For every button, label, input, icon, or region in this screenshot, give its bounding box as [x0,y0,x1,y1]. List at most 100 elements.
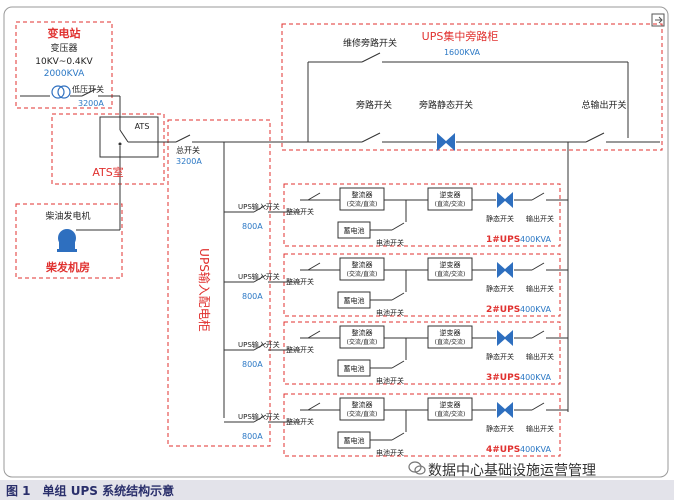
generator-name: 柴油发电机 [45,210,90,222]
output-switch-icon [531,192,545,201]
transformer-ratio: 10KV~0.4KV [35,57,93,67]
expand-icon[interactable] [651,13,665,27]
caption-bar: 图 1 单组 UPS 系统结构示意 [0,480,674,500]
lv-switch-rating: 3200A [78,99,104,108]
ups-input-switch-icon [253,414,267,423]
transformer-icon [51,85,65,99]
bypass-switch-label: 旁路开关 [356,99,392,111]
static-bypass-switch-icon [437,133,455,151]
rectifier-switch-icon [307,330,321,339]
ats-label: ATS [135,122,150,131]
substation-box: 变电站 变压器 10KV~0.4KV 2000KVA 低压开关 3200A [15,21,121,130]
static-switch-icon [497,262,506,278]
static-switch-icon [497,192,506,208]
battery-label: 蓄电池 [344,364,365,373]
rectifier-box [339,325,385,349]
ups-input-switch-icon [253,274,267,283]
generator-room-title: 柴发机房 [45,260,90,274]
generator-room: 柴油发电机 柴发机房 [15,203,123,279]
ups-name: 2#UPS [486,305,520,315]
ups-unit-1: UPS输入开关 800A 整流开关 整流器 (交流/直流) 逆变器 (直流/交流… [224,183,568,247]
rectifier-label: 整流器 [352,260,373,269]
rectifier-switch-icon [307,192,321,201]
ups-input-switch-icon [253,342,267,351]
output-switch-label: 输出开关 [526,284,554,293]
rectifier-switch-icon [307,402,321,411]
inverter-sub: (直流/交流) [435,200,466,208]
output-switch-label: 输出开关 [526,424,554,433]
inverter-box [427,257,473,281]
lv-switch-label: 低压开关 [72,84,104,94]
rectifier-sub: (交流/直流) [347,200,378,208]
rectifier-label: 整流器 [352,328,373,337]
ups-unit-4: UPS输入开关 800A 整流开关 整流器 (交流/直流) 逆变器 (直流/交流… [224,393,568,457]
ups-name: 4#UPS [486,445,520,455]
lv-switch-icon [81,88,97,97]
battery-switch-icon [391,360,405,369]
rectifier-box [339,187,385,211]
static-bypass-label: 旁路静态开关 [419,99,473,111]
ups-capacity: 400KVA [520,373,551,382]
ups-capacity: 400KVA [520,445,551,454]
output-switch-icon [585,132,605,143]
static-switch-icon [497,330,506,346]
battery-switch-icon [391,222,405,231]
ups-unit-3: UPS输入开关 800A 整流开关 整流器 (交流/直流) 逆变器 (直流/交流… [224,321,568,385]
static-switch-label: 静态开关 [486,214,514,223]
inverter-label: 逆变器 [440,260,461,269]
ups-input-switch-icon [253,204,267,213]
ats-room: ATS ATS室 [51,113,165,230]
figure-caption: 图 1 单组 UPS 系统结构示意 [6,484,175,498]
rectifier-switch-label: 整流开关 [286,207,314,216]
main-switch-label: 总开关 [176,145,200,155]
ups-input-label: UPS输入开关 [238,272,280,281]
battery-label: 蓄电池 [344,436,365,445]
ups-input-rating: 800A [242,360,263,369]
bypass-cabinet-title: UPS集中旁路柜 [422,29,499,43]
rectifier-switch-label: 整流开关 [286,345,314,354]
main-switch-rating: 3200A [176,157,202,166]
maintenance-bypass-switch-icon [361,52,381,63]
ups-capacity: 400KVA [520,305,551,314]
main-switch-icon [175,134,191,143]
ups-input-label: UPS输入开关 [238,412,280,421]
ups-input-label: UPS输入开关 [238,340,280,349]
ups-input-rating: 800A [242,432,263,441]
outer-frame [3,6,669,478]
battery-label: 蓄电池 [344,226,365,235]
watermark-text: 数据中心基础设施运营管理 [428,463,596,479]
maintenance-bypass-label: 维修旁路开关 [343,37,397,49]
rectifier-sub: (交流/直流) [347,410,378,418]
rectifier-box [339,257,385,281]
ups-input-rating: 800A [242,292,263,301]
generator-icon [57,229,77,252]
ups-name: 1#UPS [486,235,520,245]
static-switch-label: 静态开关 [486,424,514,433]
rectifier-switch-icon [307,262,321,271]
total-output-label: 总输出开关 [581,99,626,111]
output-switch-icon [531,262,545,271]
wechat-icon [408,461,426,475]
battery-switch-label: 电池开关 [376,376,404,385]
battery-switch-label: 电池开关 [376,448,404,457]
battery-label: 蓄电池 [344,296,365,305]
rectifier-switch-label: 整流开关 [286,417,314,426]
rectifier-label: 整流器 [352,190,373,199]
output-switch-label: 输出开关 [526,352,554,361]
bypass-switch-icon [361,132,381,143]
battery-switch-icon [391,432,405,441]
ups-unit-2: UPS输入开关 800A 整流开关 整流器 (交流/直流) 逆变器 (直流/交流… [224,253,568,317]
static-switch-icon [497,402,506,418]
inverter-label: 逆变器 [440,328,461,337]
ups-input-cabinet: 总开关 3200A UPS输入配电柜 [160,119,271,447]
rectifier-label: 整流器 [352,400,373,409]
static-switch-label: 静态开关 [486,352,514,361]
inverter-sub: (直流/交流) [435,410,466,418]
inverter-box [427,325,473,349]
bypass-cabinet-capacity: 1600KVA [444,48,481,57]
battery-switch-label: 电池开关 [376,238,404,247]
static-switch-label: 静态开关 [486,284,514,293]
rectifier-sub: (交流/直流) [347,270,378,278]
substation-title: 变电站 [48,26,81,40]
inverter-sub: (直流/交流) [435,338,466,346]
